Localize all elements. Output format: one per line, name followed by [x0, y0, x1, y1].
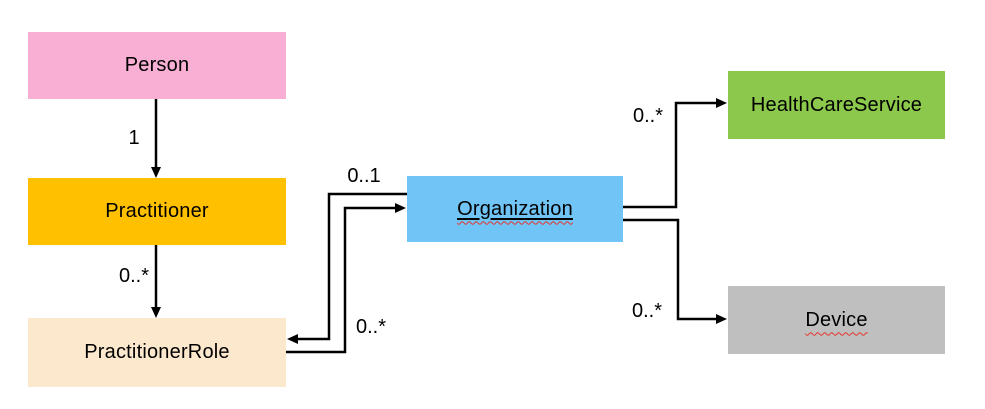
edge-practitioner-to-practitioner-role-arrow — [151, 245, 161, 318]
node-practitioner: Practitioner — [28, 178, 286, 245]
node-device: Device — [728, 286, 945, 354]
spellcheck-squiggle: Organization — [457, 198, 573, 221]
node-organization: Organization — [407, 176, 623, 242]
node-person-label: Person — [124, 54, 190, 76]
edge-organization-to-practitioner-role-arrow — [287, 192, 407, 344]
multiplicity-organization-device: 0..* — [631, 300, 663, 322]
multiplicity-person-practitioner: 1 — [128, 127, 140, 149]
multiplicity-organization-healthcare-service: 0..* — [632, 105, 664, 127]
spellcheck-squiggle: Device — [805, 309, 867, 332]
node-organization-label: Organization — [457, 197, 573, 220]
node-practitioner-role: PractitionerRole — [28, 318, 286, 387]
edge-organization-to-device-arrow — [623, 218, 727, 324]
node-healthcare-service-label: HealthCareService — [750, 93, 923, 116]
edge-person-to-practitioner-arrow — [151, 99, 161, 178]
node-healthcare-service: HealthCareService — [728, 71, 945, 139]
edge-practitioner-role-to-organization-arrow — [286, 203, 406, 354]
node-device-label: Device — [805, 308, 868, 331]
multiplicity-practitioner-role-organization: 0..1 — [347, 165, 381, 187]
node-practitioner-label: Practitioner — [105, 200, 209, 222]
multiplicity-practitioner-practitioner-role: 0..* — [118, 265, 150, 287]
edge-organization-to-healthcare-service-arrow — [623, 98, 727, 209]
multiplicity-organization-practitioner-role: 0..* — [355, 316, 387, 338]
node-practitioner-role-label: PractitionerRole — [84, 341, 230, 363]
node-person: Person — [28, 32, 286, 99]
